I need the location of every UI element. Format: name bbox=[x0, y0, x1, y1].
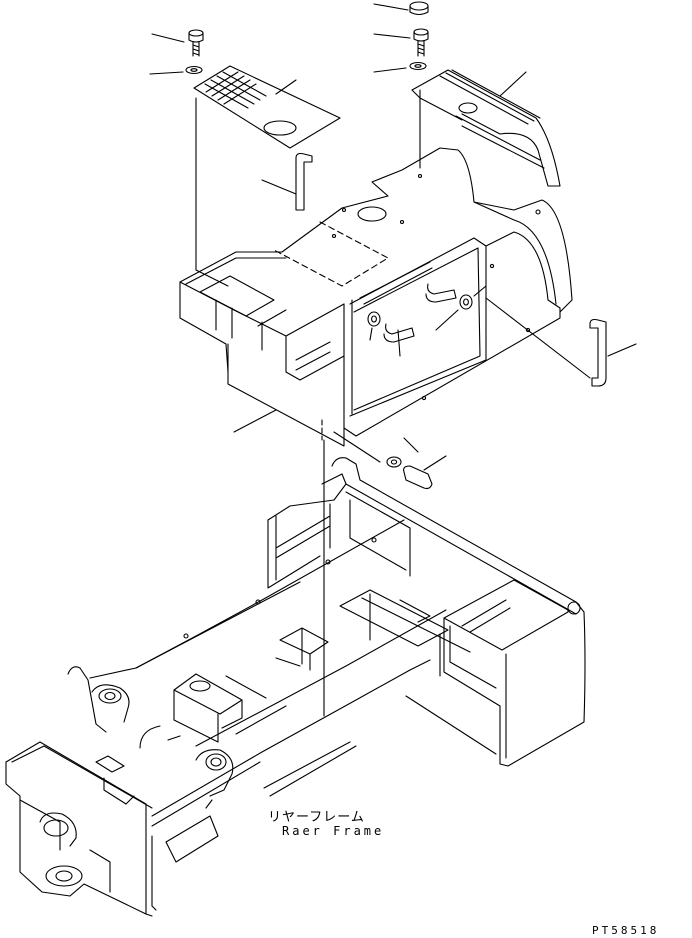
rear-frame bbox=[6, 420, 585, 916]
bolt-washer-lower bbox=[334, 432, 446, 489]
washer-left bbox=[150, 67, 202, 75]
cover-right bbox=[412, 70, 560, 186]
cover-plate-left bbox=[194, 66, 340, 270]
handle-right bbox=[486, 298, 636, 386]
handle-upper bbox=[262, 154, 312, 211]
washer-right bbox=[374, 63, 426, 73]
cap-right bbox=[374, 2, 428, 15]
drawing-code: PT58518 bbox=[592, 924, 660, 937]
rear-frame-label-jp: リヤーフレーム bbox=[268, 810, 365, 825]
bolt-right bbox=[374, 29, 428, 56]
bolt-washer-set-front bbox=[368, 284, 486, 356]
bolt-left bbox=[152, 30, 203, 56]
rear-frame-label-en: Raer Frame bbox=[282, 824, 385, 838]
housing-box bbox=[180, 148, 572, 446]
